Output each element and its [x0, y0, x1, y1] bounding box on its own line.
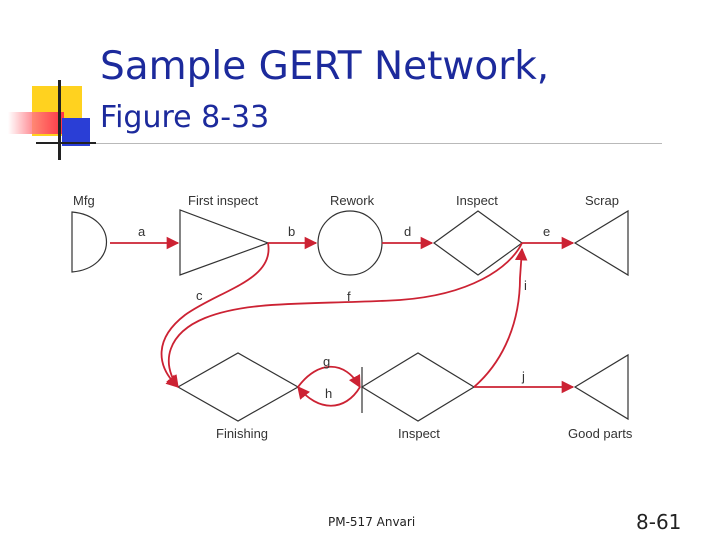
decor-blue-square [62, 118, 90, 146]
node-rework [317, 210, 383, 276]
node-finishing [176, 352, 300, 422]
label-inspect-top: Inspect [456, 193, 498, 208]
decor-vertical-line [58, 80, 61, 160]
edge-label-i: i [524, 278, 527, 293]
label-first-inspect: First inspect [188, 193, 258, 208]
slide-subtitle: Figure 8-33 [100, 100, 270, 135]
edge-label-e: e [543, 224, 550, 239]
edge-label-j: j [521, 369, 525, 384]
edge-label-g: g [323, 354, 330, 369]
label-scrap: Scrap [585, 193, 619, 208]
edge-label-b: b [288, 224, 295, 239]
arrow-g [297, 365, 361, 389]
node-good-parts [573, 353, 629, 421]
arrow-f [166, 242, 523, 389]
decor-red-bar [8, 112, 64, 134]
label-good-parts: Good parts [568, 426, 633, 441]
edge-label-c: c [196, 288, 203, 303]
arrow-i [473, 247, 528, 388]
edge-label-h: h [325, 386, 332, 401]
node-mfg [71, 211, 107, 273]
edge-label-d: d [404, 224, 411, 239]
slide-number: 8-61 [636, 510, 682, 534]
node-first-inspect [179, 209, 270, 276]
arrow-c [160, 242, 270, 388]
label-finishing: Finishing [216, 426, 268, 441]
edge-label-a: a [138, 224, 146, 239]
label-rework: Rework [330, 193, 375, 208]
label-mfg: Mfg [73, 193, 95, 208]
arrow-h [297, 386, 361, 407]
decor-dark-line [36, 142, 96, 144]
node-scrap [573, 209, 629, 277]
node-inspect-bottom [360, 352, 476, 422]
node-inspect-top [432, 210, 524, 276]
label-inspect-bottom: Inspect [398, 426, 440, 441]
title-underline [36, 143, 662, 144]
footer-course-label: PM-517 Anvari [328, 515, 416, 529]
edge-label-f: f [347, 289, 351, 304]
slide-title: Sample GERT Network, [100, 44, 550, 89]
